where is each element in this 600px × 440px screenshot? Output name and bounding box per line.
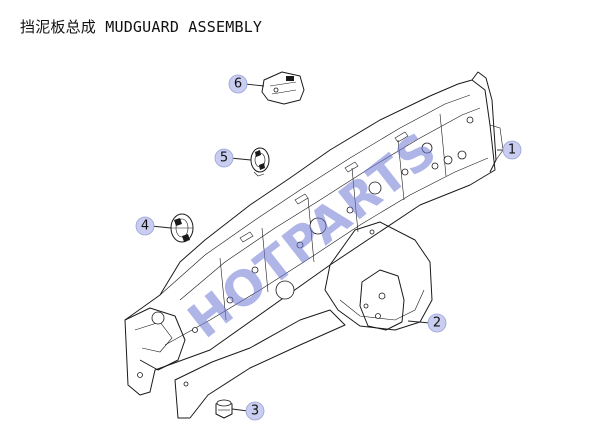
- part-1-mudguard-panel[interactable]: [124, 71, 504, 396]
- part-2-mudguard-liner[interactable]: [174, 221, 433, 419]
- svg-text:5: 5: [220, 151, 228, 166]
- part-4-clip[interactable]: [170, 213, 194, 243]
- svg-text:1: 1: [508, 143, 516, 158]
- svg-text:4: 4: [141, 219, 149, 234]
- page-title: 挡泥板总成 MUDGUARD ASSEMBLY: [20, 18, 263, 36]
- callout-1: 1: [502, 140, 522, 160]
- svg-text:3: 3: [251, 404, 259, 419]
- callout-3: 3: [245, 401, 265, 421]
- callout-6: 6: [228, 74, 248, 94]
- part-5-clip[interactable]: [250, 147, 270, 177]
- callout-4: 4: [135, 216, 155, 236]
- part-6-bracket[interactable]: [261, 71, 305, 105]
- part-3-clip[interactable]: [215, 399, 233, 419]
- callout-2: 2: [427, 313, 447, 333]
- svg-text:6: 6: [234, 77, 242, 92]
- callout-5: 5: [214, 148, 234, 168]
- svg-text:2: 2: [433, 316, 441, 331]
